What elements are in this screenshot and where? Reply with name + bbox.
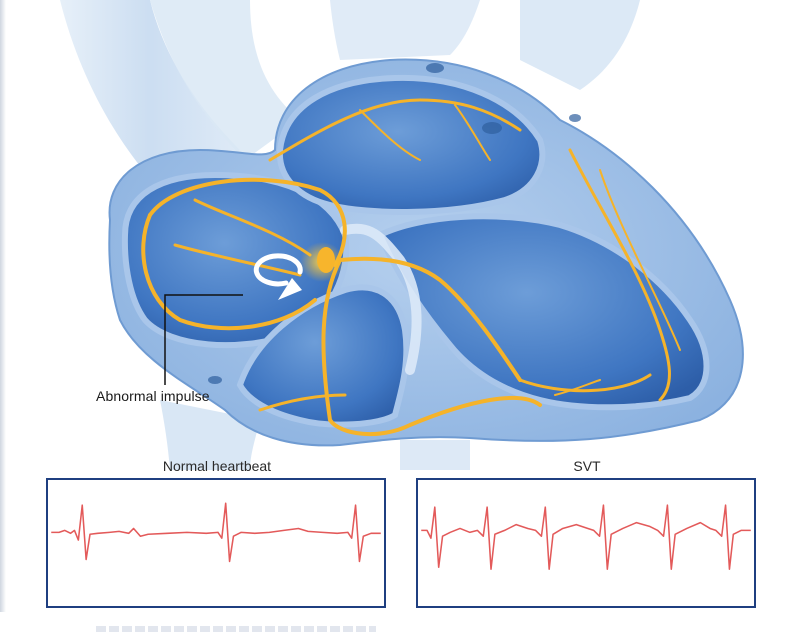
- callout-label: Abnormal impulse: [96, 388, 210, 404]
- left-atrium-chamber: [276, 74, 546, 215]
- vessel-openings: [208, 63, 581, 384]
- heart-diagram: [60, 0, 744, 470]
- callout-leader-line: [164, 294, 243, 385]
- svt-ecg-trace-canvas: [421, 504, 751, 570]
- svt-ecg-panel: [416, 478, 756, 608]
- normal-ecg-trace: [51, 502, 381, 563]
- svt-ecg-trace: [421, 504, 751, 570]
- conduction-pathway: [141, 98, 681, 437]
- left-edge-shade: [0, 0, 6, 641]
- left-ventricle-chamber: [376, 213, 710, 411]
- normal-ecg-trace-canvas: [51, 502, 381, 563]
- fine-print-strip: [96, 626, 376, 632]
- av-node: [317, 247, 335, 273]
- reentry-circle-arrow-icon: [253, 253, 303, 300]
- normal-ecg-panel: [46, 478, 386, 608]
- normal-heartbeat-title: Normal heartbeat: [162, 458, 272, 474]
- septum: [340, 223, 422, 375]
- svt-title: SVT: [573, 458, 601, 474]
